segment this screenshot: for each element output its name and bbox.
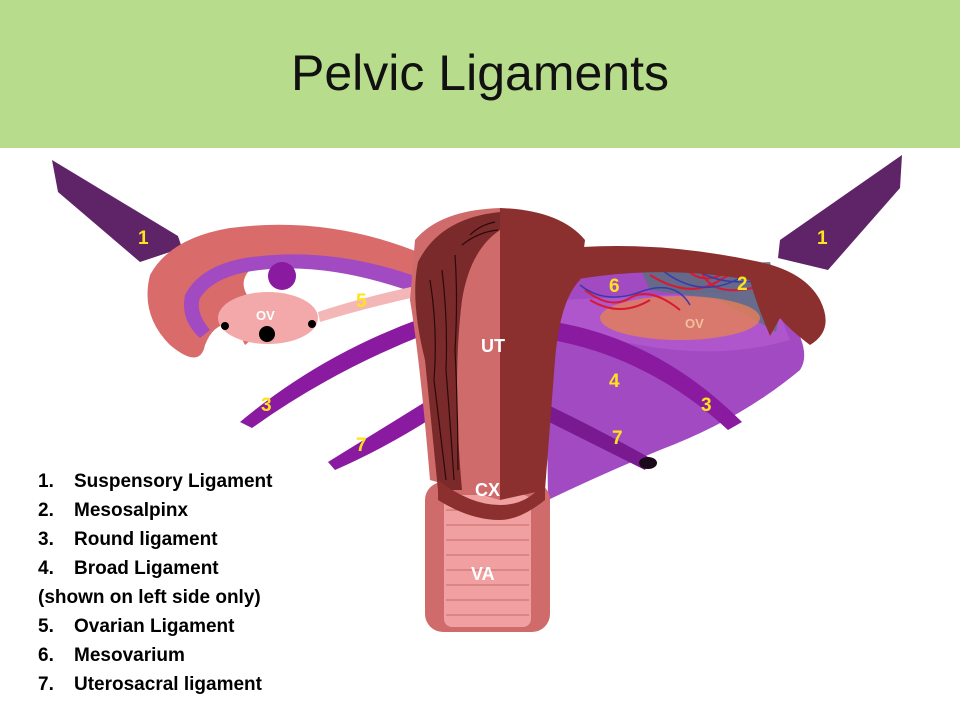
legend-note: (shown on left side only) bbox=[38, 583, 273, 612]
legend-text: Ovarian Ligament bbox=[74, 616, 235, 637]
label-ov-left: OV bbox=[256, 308, 275, 323]
label-7-left: 7 bbox=[356, 435, 367, 456]
tube-ampulla-spot bbox=[268, 262, 296, 290]
legend-item: 3. Round ligament bbox=[38, 525, 273, 554]
mesovarium-vessels bbox=[584, 289, 681, 311]
label-1-right: 1 bbox=[817, 228, 828, 249]
legend-text: Uterosacral ligament bbox=[74, 674, 262, 695]
label-1-left: 1 bbox=[138, 228, 149, 249]
legend-item: 4. Broad Ligament bbox=[38, 554, 273, 583]
cervix bbox=[438, 480, 545, 520]
uterine-tube-right bbox=[548, 246, 826, 345]
legend-item: 7. Uterosacral ligament bbox=[38, 670, 273, 699]
suspensory-ligament-left bbox=[52, 160, 182, 262]
label-2: 2 bbox=[737, 274, 748, 295]
ovarian-ligament-left bbox=[318, 285, 420, 322]
legend-number: 1. bbox=[38, 471, 54, 492]
label-ov-right: OV bbox=[685, 316, 704, 331]
legend-number: 4. bbox=[38, 558, 54, 579]
legend-text: Broad Ligament bbox=[74, 558, 219, 579]
uterosacral-ligament-left bbox=[328, 402, 432, 470]
legend-list: 1. Suspensory Ligament 2. Mesosalpinx 3. Ro… bbox=[38, 467, 273, 699]
label-cx: CX bbox=[475, 480, 500, 500]
follicle-small-dot-2 bbox=[308, 320, 316, 328]
label-6: 6 bbox=[609, 276, 620, 297]
ovary-right bbox=[600, 296, 760, 340]
legend-number: 3. bbox=[38, 529, 54, 550]
legend-item: 2. Mesosalpinx bbox=[38, 496, 273, 525]
label-5: 5 bbox=[356, 291, 367, 312]
round-ligament-right bbox=[552, 322, 742, 430]
label-3-right: 3 bbox=[701, 395, 712, 416]
legend-item: 1. Suspensory Ligament bbox=[38, 467, 273, 496]
legend-number: 7. bbox=[38, 674, 54, 695]
legend-text: (shown on left side only) bbox=[38, 587, 261, 608]
page-title: Pelvic Ligaments bbox=[291, 45, 669, 101]
legend-text: Suspensory Ligament bbox=[74, 471, 273, 492]
legend-item: 6. Mesovarium bbox=[38, 641, 273, 670]
follicle-dot bbox=[259, 326, 275, 342]
legend-number: 5. bbox=[38, 616, 54, 637]
label-ut: UT bbox=[481, 336, 505, 356]
label-4: 4 bbox=[609, 371, 620, 392]
myometrium-wall bbox=[415, 212, 500, 490]
legend-text: Mesosalpinx bbox=[74, 500, 189, 521]
mesovarium-veins bbox=[579, 284, 691, 306]
uterosacral-right-end bbox=[639, 457, 657, 469]
uterosacral-ligament-right bbox=[545, 405, 650, 470]
ovary-left bbox=[218, 292, 318, 344]
legend-text: Round ligament bbox=[74, 529, 218, 550]
legend-number: 6. bbox=[38, 645, 54, 666]
label-7-right: 7 bbox=[612, 428, 623, 449]
myometrium-texture bbox=[429, 221, 499, 481]
title-banner bbox=[0, 0, 960, 148]
uterine-tube-left-lumen bbox=[184, 254, 420, 338]
label-va: VA bbox=[471, 564, 495, 584]
label-3-left: 3 bbox=[261, 395, 272, 416]
legend-item: 5. Ovarian Ligament bbox=[38, 612, 273, 641]
follicle-small-dot bbox=[221, 322, 229, 330]
suspensory-ligament-right bbox=[778, 155, 902, 270]
uterus-right-half bbox=[500, 208, 585, 500]
vagina-lumen bbox=[444, 495, 531, 627]
legend-text: Mesovarium bbox=[74, 645, 185, 666]
legend-number: 2. bbox=[38, 500, 54, 521]
round-ligament-left bbox=[240, 318, 426, 428]
uterine-tube-left bbox=[147, 224, 425, 358]
